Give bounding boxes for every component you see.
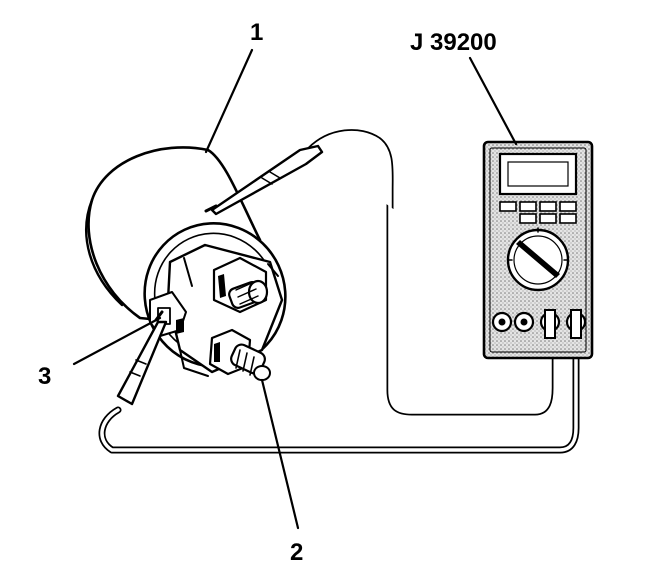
leader-line-1 — [204, 48, 254, 154]
callout-2: 2 — [290, 539, 303, 566]
starter-solenoid — [85, 146, 287, 381]
multimeter-buttons — [499, 201, 577, 224]
tool-label: J 39200 — [410, 29, 497, 56]
leader-line-3 — [72, 316, 162, 366]
multimeter — [482, 140, 594, 360]
leader-line-2 — [260, 378, 300, 530]
multimeter-dial — [506, 227, 570, 292]
lower-probe — [116, 310, 168, 406]
multimeter-display — [498, 152, 578, 196]
leader-line-tool — [468, 56, 518, 146]
battery-terminal-stud — [212, 256, 269, 314]
callout-3: 3 — [38, 363, 51, 390]
upper-probe — [204, 144, 324, 216]
leader-lines — [72, 48, 518, 530]
callout-1: 1 — [250, 19, 263, 46]
